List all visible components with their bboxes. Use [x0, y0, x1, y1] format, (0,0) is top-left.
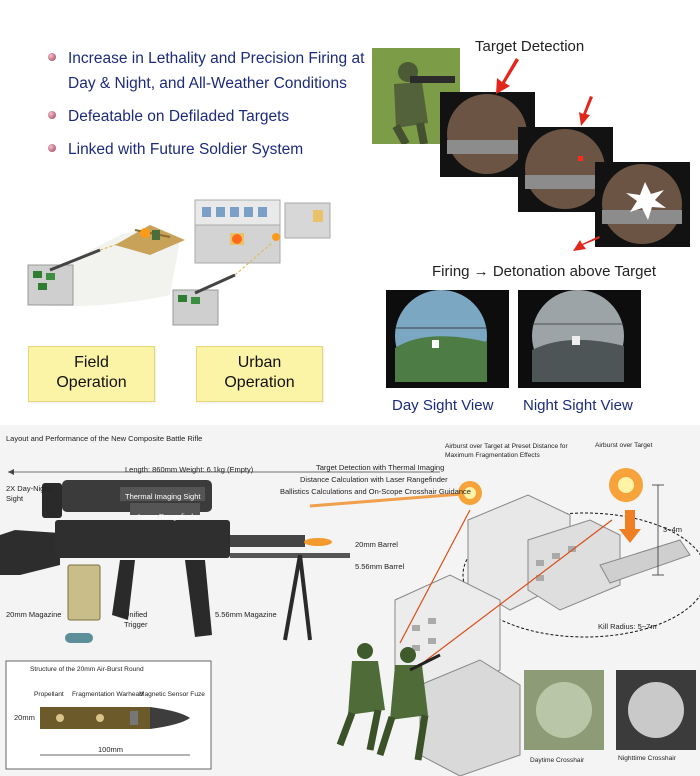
airburst-round-icon [40, 707, 190, 756]
step-ballistics: Ballistics Calculations and On-Scope Cro… [280, 487, 471, 496]
daytime-crosshair-label: Daytime Crosshair [530, 757, 585, 764]
night-sight-image [518, 290, 641, 388]
bullet-item: Linked with Future Soldier System [48, 137, 368, 162]
airburst-target-label: Airburst over Target [595, 442, 653, 449]
unified-trigger-label: Unified Trigger [124, 610, 148, 629]
bullet-text: Increase in Lethality and Precision Firi… [68, 50, 365, 92]
red-arrow-icons [496, 58, 600, 251]
bullet-item: Defeatable on Defiladed Targets [48, 104, 368, 129]
fuze-label: Magnetic Sensor Fuze [139, 691, 205, 698]
scope-frame-2 [518, 127, 613, 212]
round-length-label: 100mm [98, 745, 124, 754]
round-diameter-label: 20mm [14, 713, 35, 722]
round-structure-title: Structure of the 20mm Air-Burst Round [30, 666, 144, 673]
rifle-diagram-graphics [0, 468, 700, 776]
bullet-text: Defeatable on Defiladed Targets [68, 108, 290, 125]
warhead-label: Fragmentation Warhead [72, 691, 143, 698]
magazine-556-label: 5.56mm Magazine [215, 610, 277, 619]
day-sight-image [386, 290, 509, 388]
urban-operation-label: Urban Operation [196, 346, 323, 402]
bullet-dot-icon [48, 144, 56, 152]
bullet-dot-icon [48, 111, 56, 119]
bullet-dot-icon [48, 53, 56, 61]
urban-scene [172, 199, 331, 326]
barrel-556-label: 5.56mm Barrel [355, 562, 405, 571]
scope-sequence [440, 58, 690, 251]
day-night-sight-label: 2X Day-Night Sight [6, 484, 51, 503]
diagram-title: Layout and Performance of the New Compos… [6, 434, 203, 443]
building-icons [394, 494, 691, 776]
rifle-icon [0, 480, 350, 641]
specs-label: Length: 860mm Weight: 6.1kg (Empty) [125, 465, 254, 474]
laser-rangefinder-label: Laser Rangefinder [138, 512, 200, 521]
rifle-diagram: Layout and Performance of the New Compos… [0, 425, 700, 776]
step-thermal: Target Detection with Thermal Imaging [316, 463, 445, 472]
barrel-20mm-label: 20mm Barrel [355, 540, 398, 549]
explosion-icons [458, 468, 643, 505]
field-scene [27, 225, 185, 307]
scope-frame-3 [595, 162, 690, 247]
field-operation-label: Field Operation [28, 346, 155, 402]
day-sight-caption: Day Sight View [392, 397, 494, 414]
magazine-20mm-label: 20mm Magazine [6, 610, 62, 619]
kill-radius-label: Kill Radius: 5~7m [598, 622, 657, 631]
propellant-label: Propellant [34, 691, 64, 698]
bullet-list: Increase in Lethality and Precision Firi… [48, 46, 368, 170]
airburst-preset-label: Airburst over Target at Preset Distance … [445, 443, 568, 459]
target-detection-title: Target Detection [475, 38, 585, 55]
height-label: 3~4m [663, 525, 682, 534]
operation-illustration [27, 199, 331, 326]
thermal-sight-label: Thermal Imaging Sight [125, 492, 201, 501]
nighttime-crosshair-label: Nighttime Crosshair [618, 755, 676, 762]
soldier-icons [336, 643, 441, 761]
bullet-item: Increase in Lethality and Precision Firi… [48, 46, 368, 96]
firing-caption: Firing → Detonation above Target [432, 263, 657, 280]
night-sight-caption: Night Sight View [523, 397, 633, 414]
step-laser: Distance Calculation with Laser Rangefin… [300, 475, 448, 484]
bullet-text: Linked with Future Soldier System [68, 141, 304, 158]
